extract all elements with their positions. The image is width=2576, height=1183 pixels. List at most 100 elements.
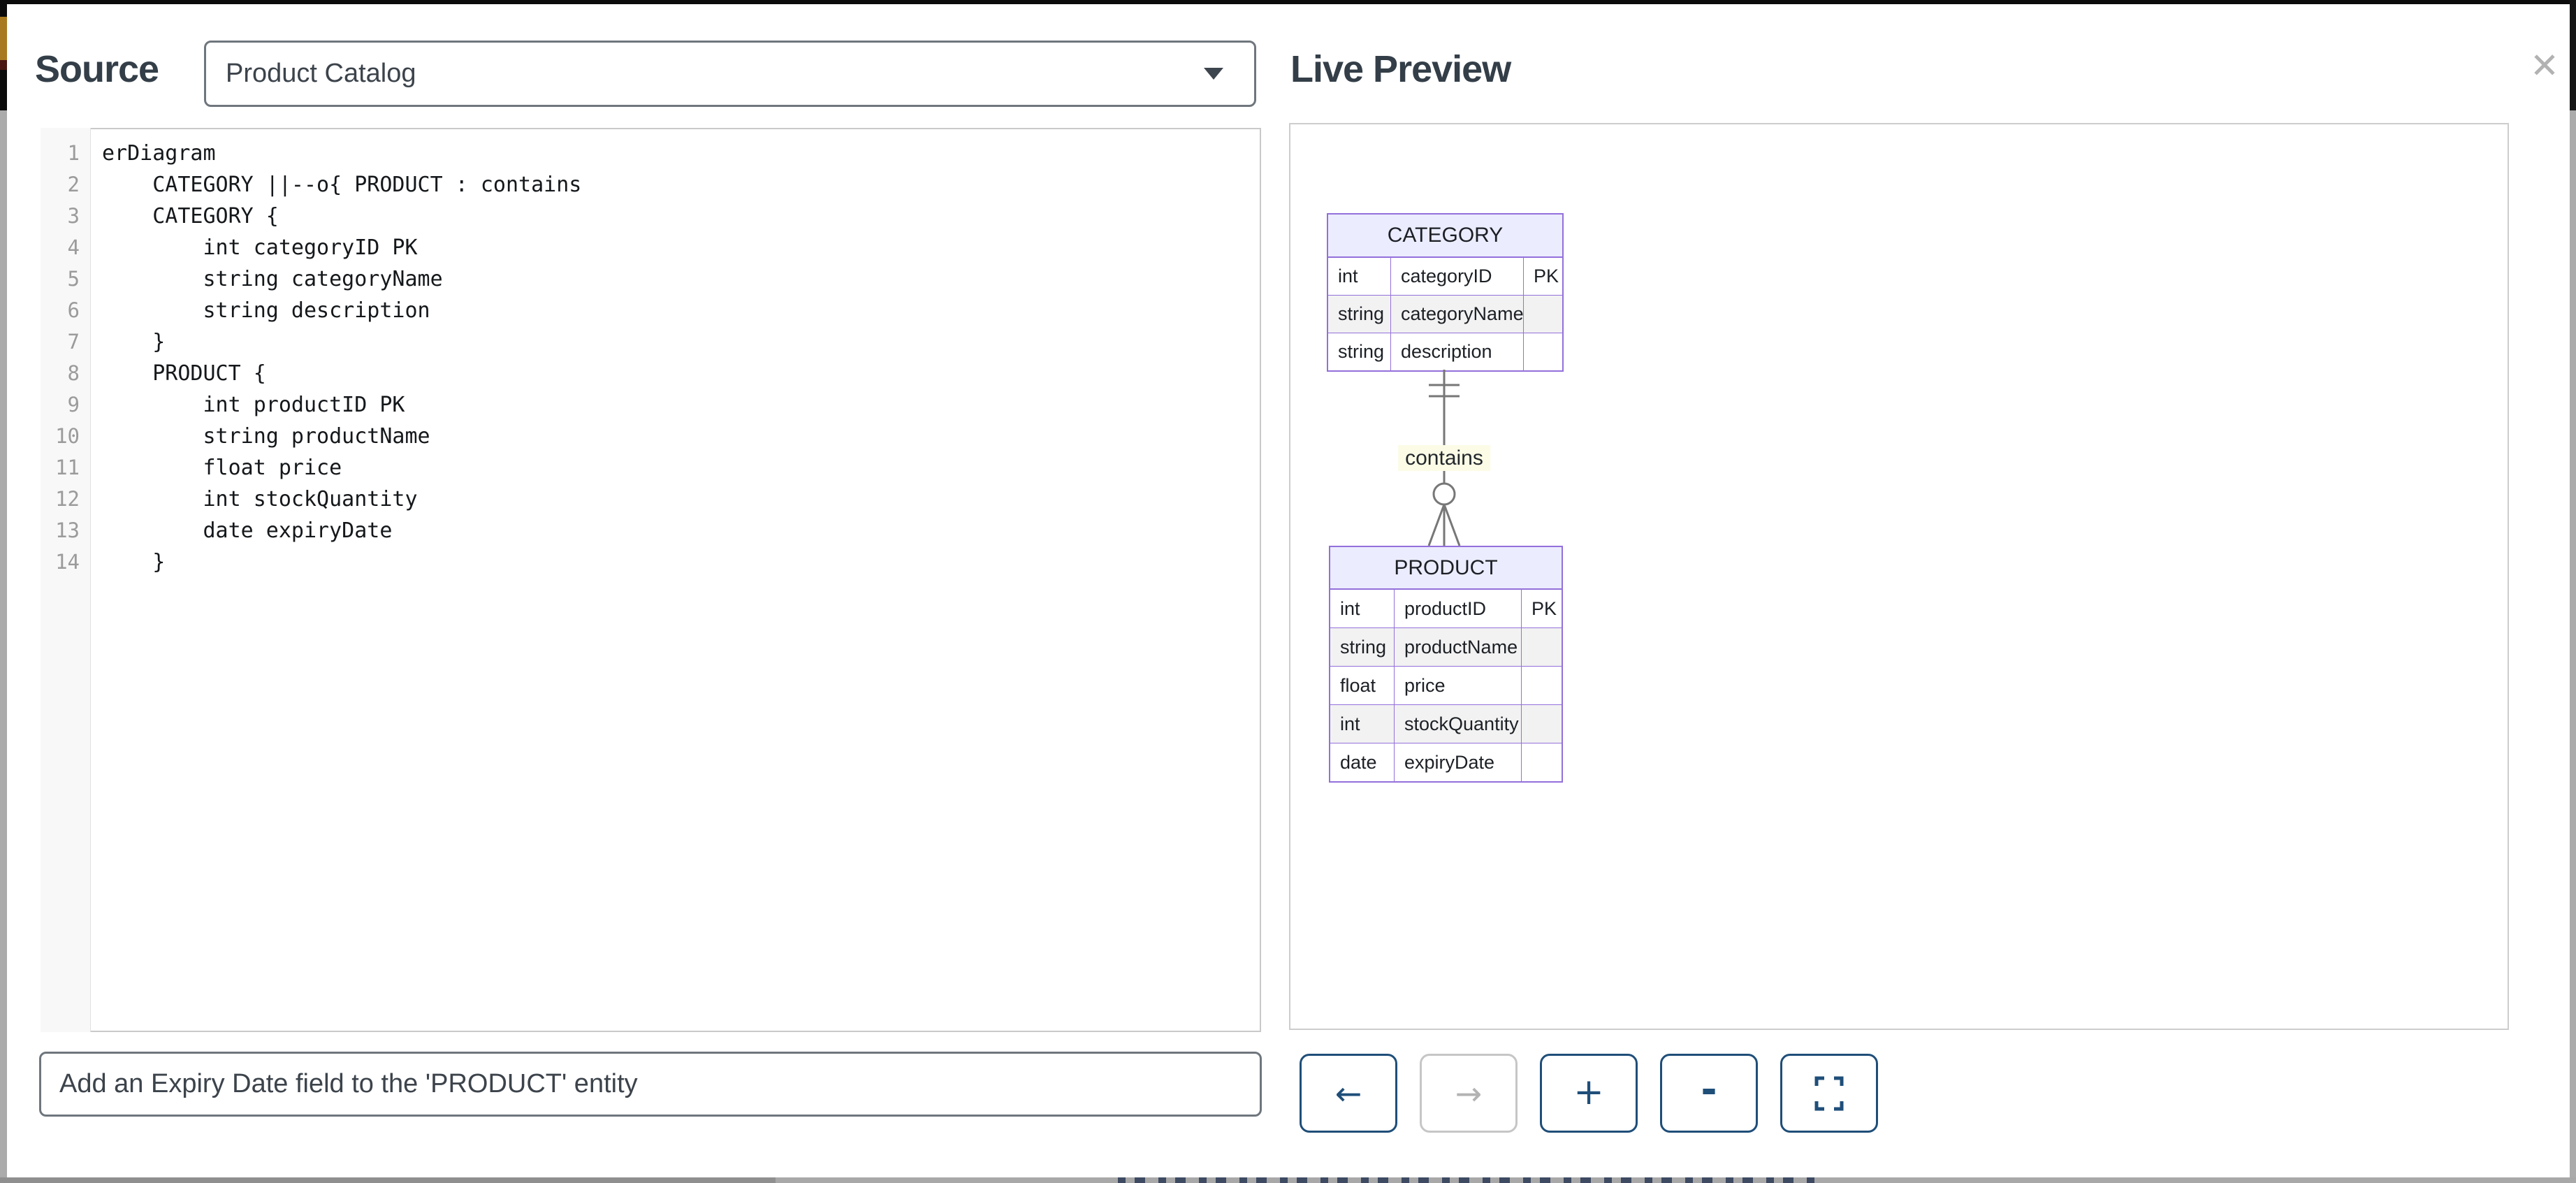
page-behind-right-edge (2570, 0, 2576, 1179)
attr-name: productName (1394, 627, 1521, 666)
entity-row: int stockQuantity (1330, 704, 1562, 743)
undo-button[interactable]: ← (1300, 1054, 1397, 1133)
entity-table-product: PRODUCT int productID PK string productN… (1329, 546, 1563, 783)
line-number: 1 (67, 141, 80, 165)
code-text: string description (102, 298, 430, 323)
line-number: 8 (67, 361, 80, 385)
code-line: 12 int stockQuantity (41, 484, 1256, 515)
attr-name: description (1390, 333, 1523, 370)
attr-type: int (1330, 704, 1394, 743)
attr-name: categoryName (1390, 295, 1524, 333)
entity-name: CATEGORY (1328, 215, 1562, 257)
line-number: 14 (55, 550, 80, 574)
source-panel-title: Source (35, 48, 159, 90)
relationship-connector (1427, 370, 1461, 546)
attr-type: string (1328, 295, 1390, 333)
redo-button[interactable]: → (1420, 1054, 1518, 1133)
code-line: 13 date expiryDate (41, 515, 1256, 546)
entity-row: string description (1328, 333, 1562, 370)
page-behind-bottom-edge (0, 1177, 2576, 1183)
page-behind-fragment (2570, 0, 2576, 110)
code-line: 9 int productID PK (41, 389, 1256, 421)
line-number: 5 (67, 267, 80, 291)
page-behind-top-edge (0, 0, 2576, 4)
attr-key (1521, 704, 1562, 743)
prompt-input[interactable] (39, 1052, 1262, 1117)
attr-name: productID (1394, 589, 1521, 627)
code-text: } (102, 330, 166, 354)
code-editor-gutter (41, 128, 91, 1032)
code-text: CATEGORY { (102, 204, 279, 228)
close-icon: ✕ (2530, 45, 2559, 86)
page-behind-left-edge (0, 0, 7, 1179)
relationship-label: contains (1398, 445, 1490, 471)
attr-key: PK (1521, 589, 1562, 627)
attr-key (1523, 295, 1562, 333)
code-line: 5 string categoryName (41, 263, 1256, 295)
code-line: 8 PRODUCT { (41, 358, 1256, 389)
code-line: 2 CATEGORY ||--o{ PRODUCT : contains (41, 169, 1256, 201)
line-number: 9 (67, 393, 80, 416)
close-button[interactable]: ✕ (2518, 41, 2571, 89)
diagram-select-value: Product Catalog (226, 59, 416, 88)
attr-name: price (1394, 666, 1521, 704)
code-text: } (102, 550, 166, 574)
line-number: 10 (55, 424, 80, 448)
chevron-down-icon (1204, 68, 1223, 80)
code-editor-lines[interactable]: 1 erDiagram 2 CATEGORY ||--o{ PRODUCT : c… (41, 138, 1256, 578)
zoom-out-button[interactable]: - (1660, 1054, 1758, 1133)
attr-type: float (1330, 666, 1394, 704)
arrow-left-icon: ← (1334, 1074, 1362, 1112)
diagram-select[interactable]: Product Catalog (204, 41, 1256, 107)
entity-row: date expiryDate (1330, 743, 1562, 781)
arrow-right-icon: → (1455, 1074, 1483, 1112)
page-behind-fragment (0, 60, 7, 70)
code-line: 6 string description (41, 295, 1256, 326)
entity-row: float price (1330, 666, 1562, 704)
code-line: 4 int categoryID PK (41, 232, 1256, 263)
code-line: 1 erDiagram (41, 138, 1256, 169)
code-line: 14 } (41, 546, 1256, 578)
occluded-background-text (1118, 1177, 1817, 1183)
plus-icon: + (1573, 1070, 1604, 1113)
entity-table-category: CATEGORY int categoryID PK string catego… (1327, 213, 1564, 372)
entity-row: string productName (1330, 627, 1562, 666)
zoom-in-button[interactable]: + (1540, 1054, 1638, 1133)
attr-type: string (1328, 333, 1390, 370)
page-behind-fragment (0, 17, 7, 60)
live-preview-title: Live Preview (1290, 48, 1511, 90)
code-line: 7 } (41, 326, 1256, 358)
code-text: date expiryDate (102, 518, 393, 543)
attr-name: expiryDate (1394, 743, 1521, 781)
code-text: int stockQuantity (102, 487, 418, 511)
line-number: 6 (67, 298, 80, 322)
code-line: 11 float price (41, 452, 1256, 484)
line-number: 2 (67, 173, 80, 196)
entity-row: int categoryID PK (1328, 257, 1562, 295)
code-text: string productName (102, 424, 430, 449)
code-text: erDiagram (102, 141, 216, 166)
code-text: int productID PK (102, 393, 405, 417)
attr-name: stockQuantity (1394, 704, 1521, 743)
code-text: string categoryName (102, 267, 443, 291)
attr-type: int (1330, 589, 1394, 627)
line-number: 7 (67, 330, 80, 354)
code-text: int categoryID PK (102, 235, 418, 260)
attr-key: PK (1523, 257, 1562, 295)
line-number: 4 (67, 235, 80, 259)
entity-name: PRODUCT (1330, 547, 1562, 589)
line-number: 3 (67, 204, 80, 228)
fullscreen-button[interactable] (1780, 1054, 1878, 1133)
line-number: 11 (55, 456, 80, 479)
attr-type: int (1328, 257, 1390, 295)
minus-icon: - (1701, 1067, 1717, 1112)
attr-type: date (1330, 743, 1394, 781)
code-line: 10 string productName (41, 421, 1256, 452)
attr-key (1521, 743, 1562, 781)
attr-key (1523, 333, 1562, 370)
entity-row: int productID PK (1330, 589, 1562, 627)
fullscreen-icon (1814, 1076, 1844, 1110)
code-line: 3 CATEGORY { (41, 201, 1256, 232)
line-number: 13 (55, 518, 80, 542)
